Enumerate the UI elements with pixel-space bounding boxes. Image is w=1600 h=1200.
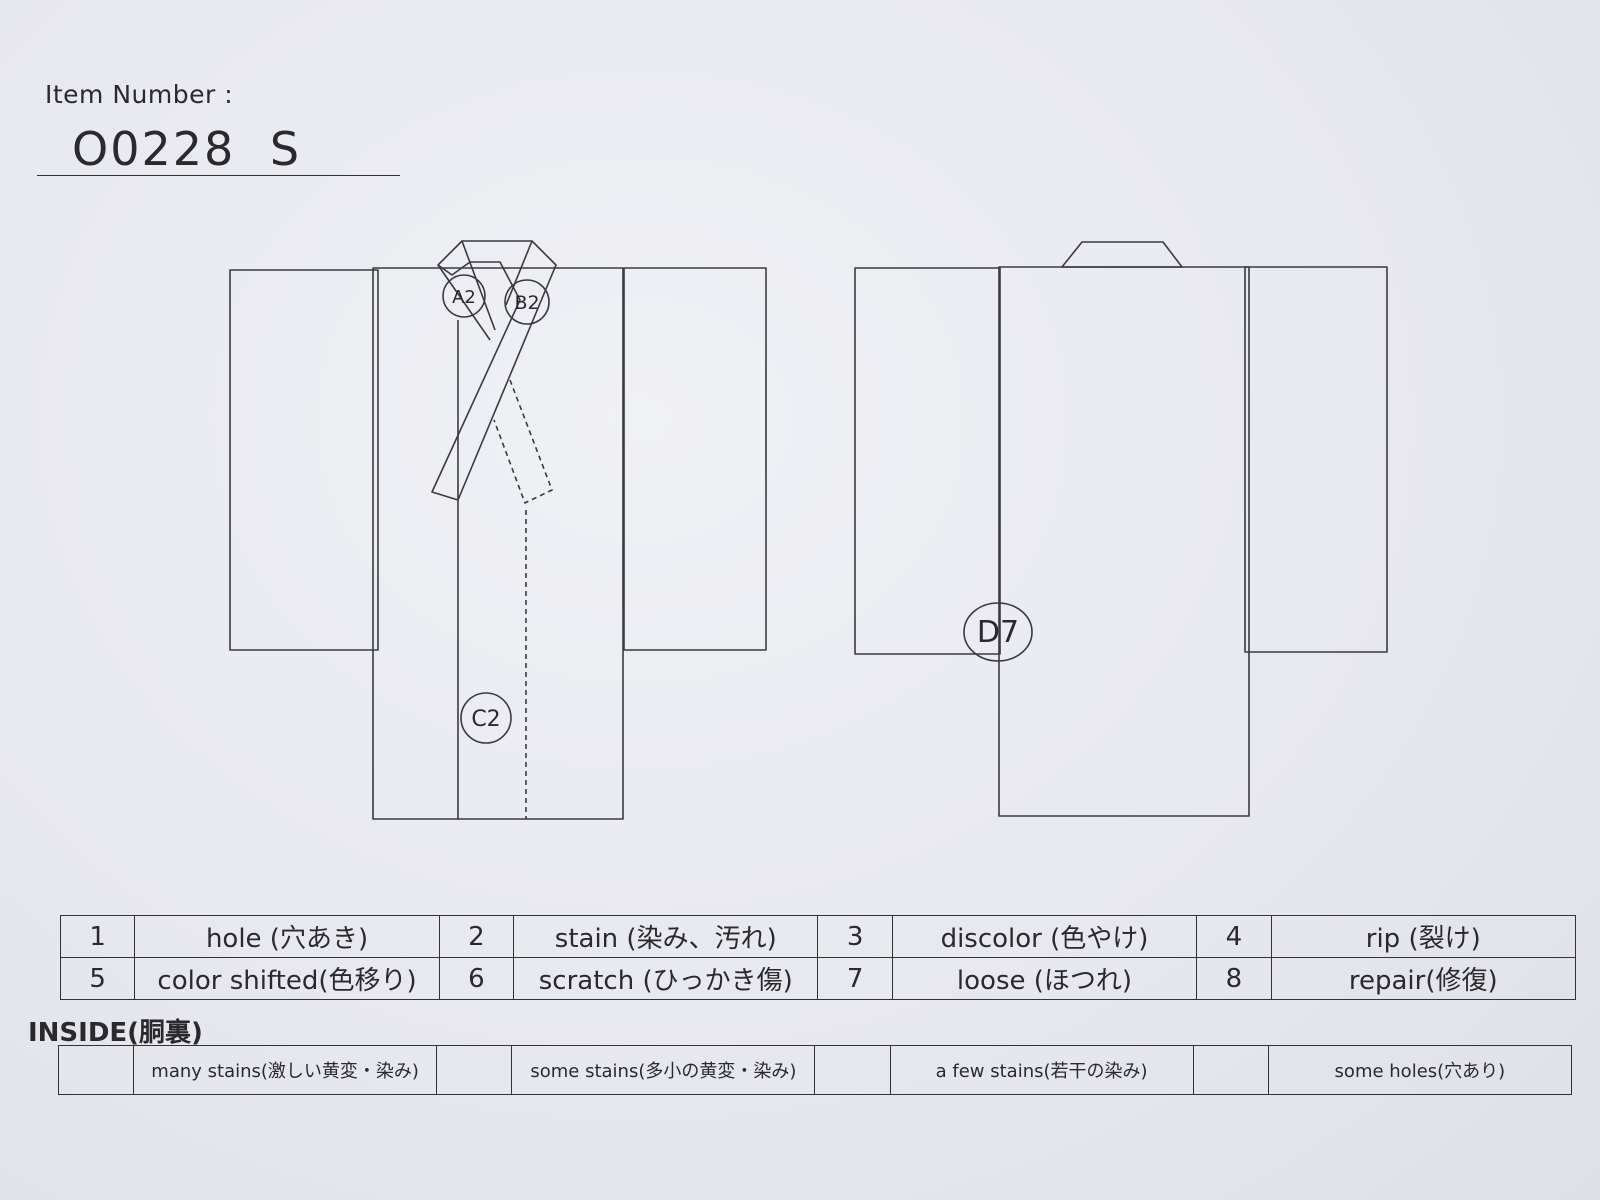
defect-num: 1 [59, 915, 136, 958]
front-body [372, 267, 624, 820]
inside-checkbox-some-stains[interactable] [436, 1045, 513, 1095]
collar-inner-left [461, 240, 496, 331]
inside-checkbox-few-stains[interactable] [814, 1045, 891, 1095]
back-view-diagram [854, 241, 1388, 817]
defect-name: rip (裂け) [1270, 915, 1577, 958]
table-row: many stains(激しい黄変・染み) some stains(多小の黄変・… [57, 1045, 1573, 1095]
marker-b-label: B2 [514, 292, 539, 314]
defect-num: 6 [438, 957, 515, 1000]
marker-d-label: D7 [977, 615, 1019, 650]
collar-fold-left [437, 264, 491, 341]
back-right-sleeve [1244, 266, 1388, 653]
marker-circle-a [442, 274, 486, 318]
defect-name: repair(修復) [1270, 957, 1577, 1000]
front-collar [431, 240, 557, 501]
item-number-underline [37, 175, 400, 176]
defect-name: hole (穴あき) [134, 915, 440, 958]
item-number-label: Item Number : [45, 80, 234, 109]
table-row: 1 hole (穴あき) 2 stain (染み、汚れ) 3 discolor … [59, 915, 1577, 958]
back-body [998, 266, 1250, 817]
marker-circle-c [460, 692, 512, 744]
defect-num: 5 [59, 957, 136, 1000]
marker-c-label: C2 [471, 707, 500, 732]
inside-condition-table: many stains(激しい黄変・染み) some stains(多小の黄変・… [57, 1045, 1573, 1095]
defect-name: color shifted(色移り) [134, 957, 440, 1000]
defect-name: discolor (色やけ) [891, 915, 1198, 958]
table-row: 5 color shifted(色移り) 6 scratch (ひっかき傷) 7… [59, 957, 1577, 1000]
collar-inner-right [505, 240, 533, 306]
front-right-sleeve [623, 267, 767, 651]
marker-circle-b [504, 279, 550, 325]
back-collar-tab [1061, 241, 1183, 268]
defect-code-table: 1 hole (穴あき) 2 stain (染み、汚れ) 3 discolor … [59, 915, 1577, 1000]
back-left-sleeve [854, 267, 1001, 655]
inside-checkbox-some-holes[interactable] [1192, 1045, 1269, 1095]
collar-under-dashed [493, 379, 553, 504]
inside-option-label: some stains(多小の黄変・染み) [511, 1045, 816, 1095]
defect-num: 2 [438, 915, 515, 958]
inside-option-label: a few stains(若干の染み) [889, 1045, 1194, 1095]
defect-num: 4 [1196, 915, 1272, 958]
front-left-sleeve [229, 269, 379, 651]
defect-num: 8 [1196, 957, 1272, 1000]
defect-name: loose (ほつれ) [891, 957, 1198, 1000]
defect-num: 7 [817, 957, 893, 1000]
inside-option-label: some holes(穴あり) [1267, 1045, 1573, 1095]
marker-circle-d [963, 602, 1033, 662]
defect-num: 3 [817, 915, 893, 958]
inside-checkbox-many-stains[interactable] [57, 1045, 135, 1095]
inside-option-label: many stains(激しい黄変・染み) [133, 1045, 438, 1095]
item-number-value: O0228 S [72, 122, 302, 176]
inside-title: INSIDE(胴裏) [28, 1018, 203, 1048]
defect-name: stain (染み、汚れ) [513, 915, 819, 958]
marker-a-label: A2 [452, 287, 476, 308]
defect-name: scratch (ひっかき傷) [513, 957, 819, 1000]
front-view-diagram [229, 240, 767, 820]
